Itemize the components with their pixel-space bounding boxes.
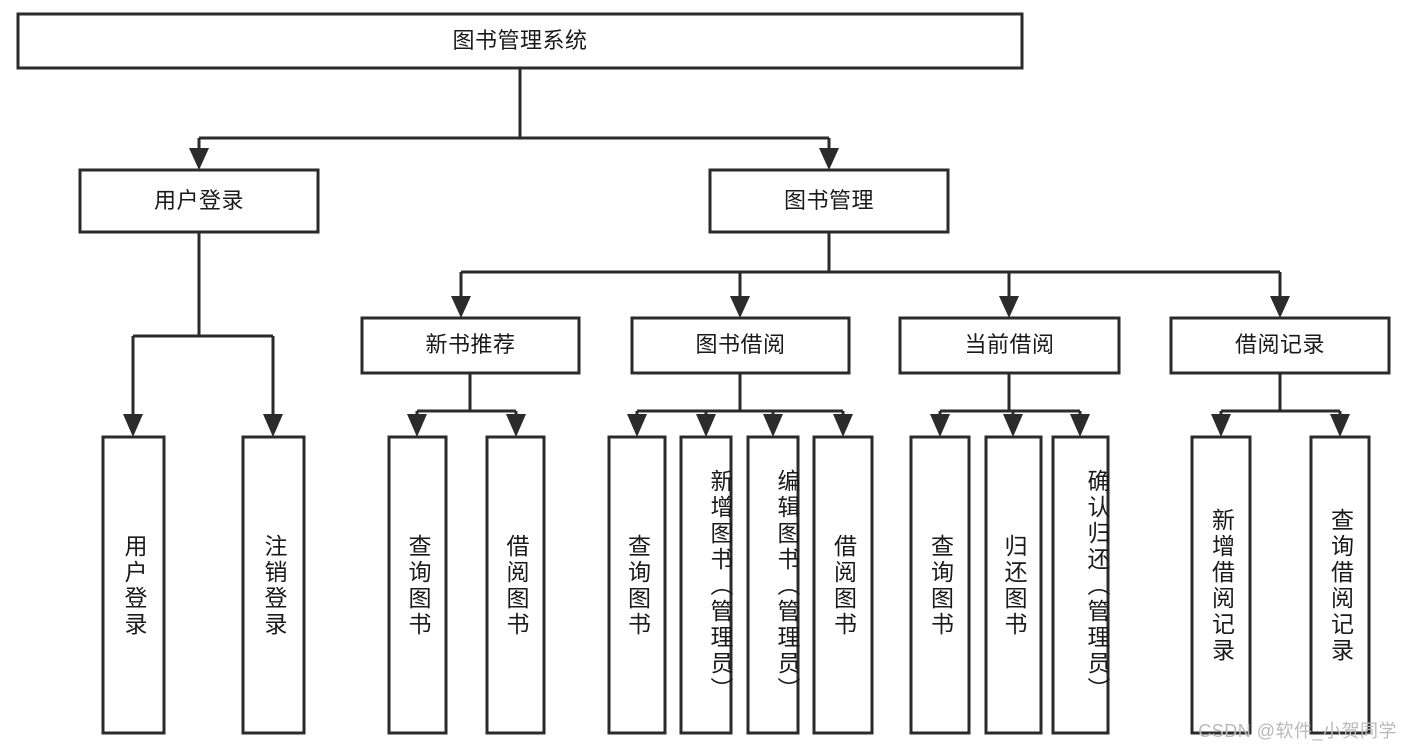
arrow-new-book-rec-leaf-2 xyxy=(506,414,526,437)
node-box-leaf-add-borrow-record[interactable] xyxy=(1190,435,1252,735)
arrow-to-book-borrow xyxy=(730,296,750,318)
node-box-leaf-query-borrow-rec[interactable] xyxy=(1309,435,1371,735)
arrow-new-book-rec-leaf-1 xyxy=(407,414,427,437)
node-box-leaf-edit-book-admin[interactable] xyxy=(746,435,800,735)
arrow-book-borrow-leaf-4 xyxy=(833,414,853,437)
node-box-book-borrow[interactable] xyxy=(630,316,851,375)
node-box-leaf-query-book-cur[interactable] xyxy=(909,435,971,735)
arrow-to-current-borrow xyxy=(999,296,1019,318)
node-box-leaf-query-book-bor[interactable] xyxy=(607,435,667,735)
arrow-root-to-user-login xyxy=(189,148,209,170)
arrow-book-borrow-leaf-3 xyxy=(763,414,783,437)
arrow-root-to-book-manage xyxy=(819,148,839,170)
node-box-new-book-rec[interactable] xyxy=(360,316,581,375)
arrow-borrow-record-leaf-1 xyxy=(1211,414,1231,437)
node-box-leaf-user-login[interactable] xyxy=(101,435,166,735)
node-box-root[interactable] xyxy=(16,12,1024,70)
arrow-current-borrow-leaf-3 xyxy=(1070,414,1090,437)
arrow-current-borrow-leaf-2 xyxy=(1003,414,1023,437)
node-box-current-borrow[interactable] xyxy=(898,316,1121,375)
arrow-to-borrow-record xyxy=(1270,296,1290,318)
arrow-borrow-record-leaf-2 xyxy=(1330,414,1350,437)
node-box-leaf-add-book-admin[interactable] xyxy=(679,435,733,735)
connector-layer xyxy=(123,68,1350,437)
node-box-leaf-borrow-book-bor[interactable] xyxy=(812,435,874,735)
node-box-leaf-query-book-rec[interactable] xyxy=(387,435,448,735)
arrow-book-borrow-leaf-1 xyxy=(627,414,647,437)
node-box-user-login[interactable] xyxy=(78,168,320,234)
arrow-to-new-book-rec xyxy=(451,296,471,318)
arrow-current-borrow-leaf-1 xyxy=(930,414,950,437)
node-box-book-manage[interactable] xyxy=(708,168,950,234)
node-box-leaf-logout-login[interactable] xyxy=(241,435,306,735)
arrow-book-borrow-leaf-2 xyxy=(696,414,716,437)
csdn-watermark: CSDN @软件_小贺同学 xyxy=(1198,721,1397,741)
node-box-leaf-confirm-return[interactable] xyxy=(1051,435,1110,735)
node-box-layer xyxy=(16,12,1391,735)
arrow-user-login-leaf-2 xyxy=(263,414,283,437)
arrow-user-login-leaf-1 xyxy=(123,414,143,437)
node-box-leaf-return-book[interactable] xyxy=(984,435,1043,735)
node-box-leaf-borrow-book-rec[interactable] xyxy=(485,435,546,735)
node-box-borrow-record[interactable] xyxy=(1169,316,1391,375)
